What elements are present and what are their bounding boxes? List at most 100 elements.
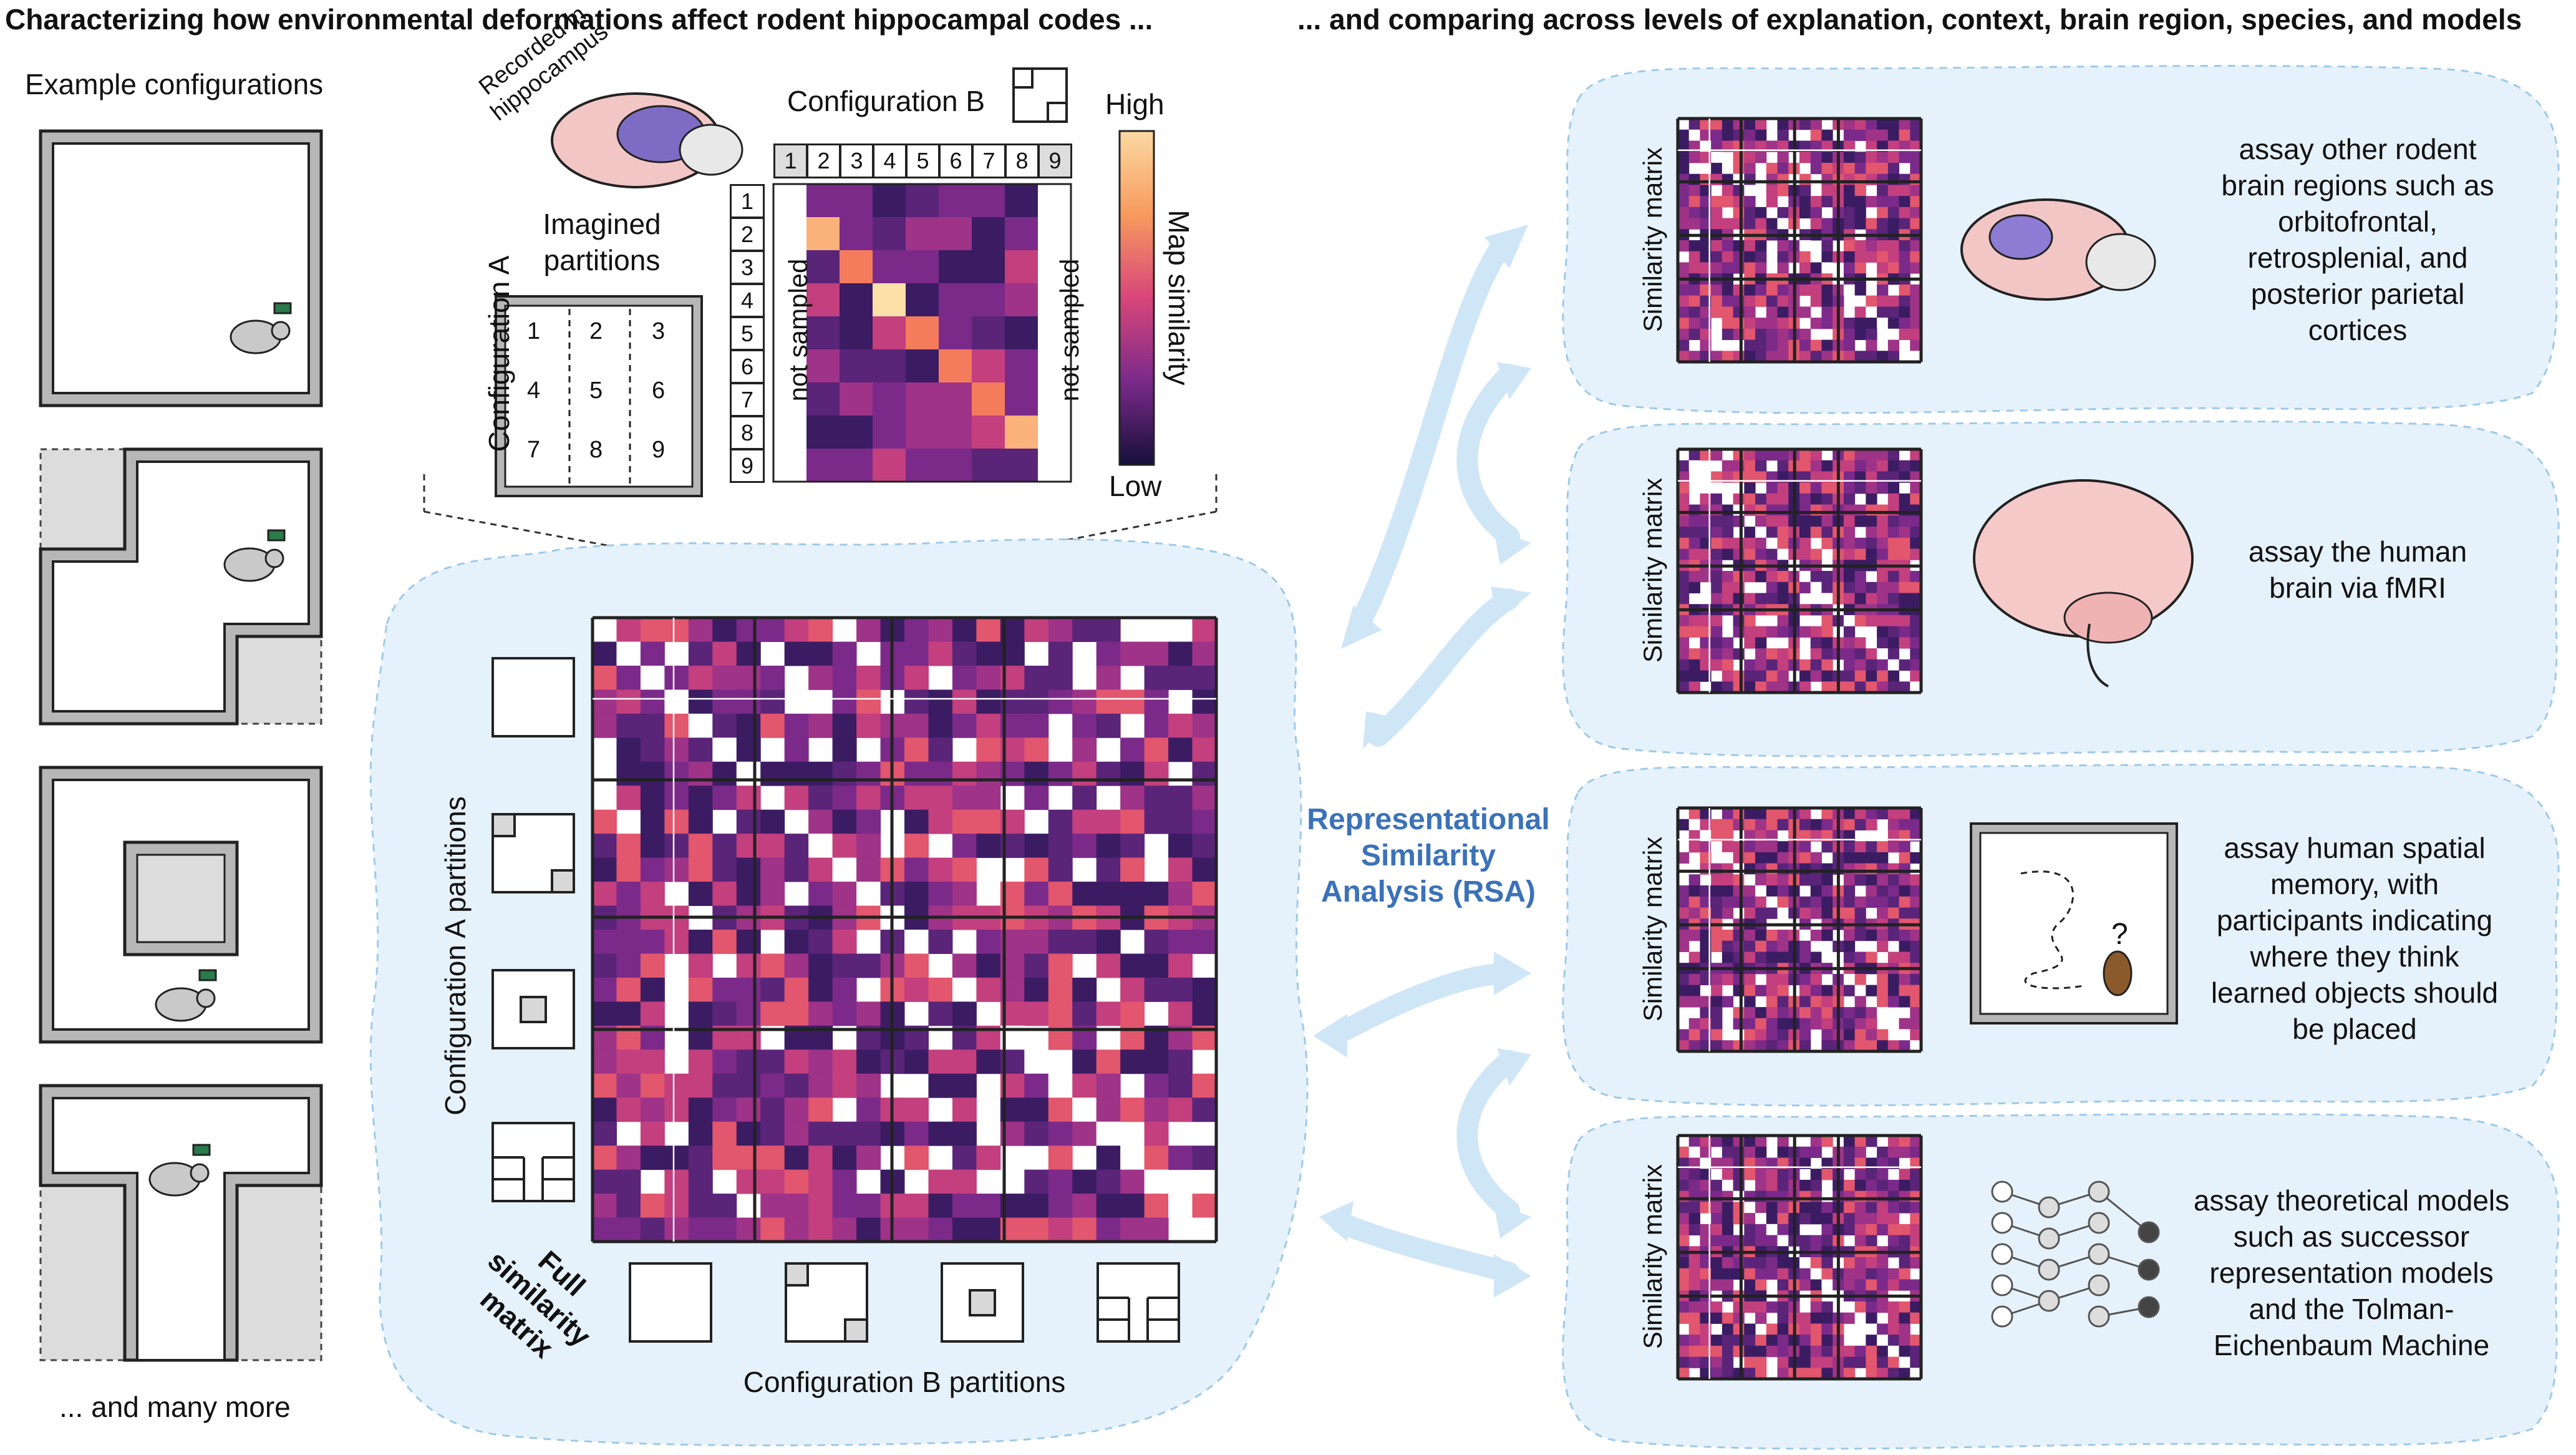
matrix-cell: [1721, 1235, 1734, 1247]
matrix-cell: [832, 930, 857, 954]
matrix-cell: [1821, 504, 1833, 516]
matrix-cell: [1688, 1268, 1700, 1280]
matrix-cell: [1733, 1190, 1745, 1202]
matrix-cell: [1711, 1224, 1723, 1236]
matrix-cell: [1721, 140, 1734, 152]
matrix-cell: [1810, 1202, 1822, 1214]
matrix-cell: [664, 618, 689, 642]
matrix-cell: [1887, 306, 1900, 318]
matrix-cell: [832, 857, 857, 882]
matrix-cell: [906, 184, 939, 217]
matrix-cell: [736, 1049, 761, 1074]
matrix-cell: [1048, 1121, 1073, 1146]
matrix-cell: [1887, 449, 1900, 461]
matrix-cell: [1799, 240, 1811, 252]
matrix-cell: [1877, 930, 1889, 942]
matrix-cell: [1678, 615, 1690, 627]
matrix-cell: [1711, 593, 1723, 605]
matrix-cell: [1711, 830, 1723, 842]
matrix-cell: [712, 1194, 737, 1219]
matrix-cell: [1766, 1169, 1778, 1180]
matrix-cell: [1744, 670, 1756, 682]
matrix-cell: [1072, 809, 1097, 834]
matrix-cell: [1766, 1335, 1778, 1346]
matrix-cell: [1744, 571, 1756, 583]
matrix-cell: [688, 689, 713, 714]
matrix-cell: [1821, 1323, 1833, 1335]
matrix-cell: [1777, 681, 1789, 693]
matrix-cell: [760, 1194, 785, 1219]
matrix-cell: [1821, 830, 1833, 842]
matrix-cell: [1777, 482, 1789, 494]
matrix-cell: [1821, 218, 1833, 230]
matrix-cell: [1910, 973, 1922, 986]
matrix-cell: [1755, 460, 1767, 472]
panel-description-spatial-memory: assay human spatial memory, with partici…: [2210, 832, 2499, 1045]
matrix-cell: [1910, 1202, 1922, 1214]
matrix-cell: [1910, 896, 1922, 908]
matrix-cell: [1777, 537, 1789, 550]
matrix-cell: [1866, 659, 1877, 671]
matrix-cell: [904, 689, 929, 714]
matrix-cell: [1744, 626, 1756, 638]
matrix-cell: [1024, 1217, 1049, 1242]
matrix-cell: [1096, 857, 1121, 882]
matrix-cell: [1854, 896, 1866, 908]
matrix-cell: [1899, 951, 1910, 963]
matrix-cell: [1843, 162, 1856, 175]
matrix-cell: [1821, 659, 1833, 671]
matrix-cell: [1192, 834, 1217, 859]
matrix-cell: [1799, 874, 1811, 886]
matrix-cell: [1700, 140, 1712, 152]
matrix-cell: [1799, 493, 1811, 505]
matrix-cell: [1910, 284, 1922, 296]
matrix-cell: [1733, 852, 1745, 864]
matrix-cell: [1843, 615, 1856, 627]
right-title: ... and comparing across levels of expla…: [1297, 3, 2522, 36]
matrix-cell: [1910, 1007, 1922, 1019]
matrix-cell: [1721, 306, 1734, 318]
matrix-cell: [640, 761, 665, 786]
matrix-cell: [1144, 977, 1169, 1002]
colorbar-axis-label: Map similarity: [1163, 210, 1195, 386]
matrix-cell: [1766, 1018, 1778, 1030]
matrix-cell: [1721, 582, 1734, 593]
partition-number: 6: [652, 377, 666, 404]
matrix-cell: [808, 786, 833, 810]
row-index: 3: [730, 250, 765, 285]
matrix-cell: [1854, 1157, 1866, 1169]
matrix-cell: [1810, 996, 1822, 1008]
matrix-cell: [1700, 339, 1712, 351]
matrix-cell: [1688, 681, 1700, 693]
matrix-cell: [1024, 713, 1049, 738]
matrix-cell: [1711, 537, 1723, 550]
matrix-cell: [1744, 284, 1756, 296]
matrix-cell: [1821, 593, 1833, 605]
matrix-cell: [1777, 907, 1789, 919]
matrix-cell: [1777, 1018, 1789, 1030]
matrix-cell: [1700, 548, 1712, 560]
matrix-cell: [1700, 996, 1712, 1008]
matrix-cell: [1048, 953, 1073, 978]
matrix-cell: [1877, 196, 1889, 208]
matrix-cell: [1711, 885, 1723, 897]
matrix-cell: [1910, 1224, 1922, 1236]
matrix-cell: [856, 1073, 881, 1098]
matrix-cell: [808, 882, 833, 907]
matrix-cell: [616, 665, 641, 690]
human-brain-icon: [1973, 479, 2194, 688]
matrix-cell: [1120, 1194, 1145, 1219]
matrix-cell: [1711, 129, 1723, 141]
matrix-cell: [1678, 207, 1690, 219]
matrix-cell: [1877, 896, 1889, 908]
matrix-cell: [856, 1049, 881, 1074]
matrix-cell: [1721, 1157, 1734, 1169]
matrix-cell: [1866, 670, 1877, 682]
matrix-cell: [1854, 152, 1866, 163]
matrix-cell: [1678, 152, 1690, 163]
matrix-cell: [1678, 1136, 1690, 1147]
matrix-cell: [1678, 1301, 1690, 1313]
matrix-cell: [1887, 295, 1900, 307]
matrix-cell: [1866, 173, 1877, 185]
matrix-cell: [1821, 1335, 1833, 1346]
